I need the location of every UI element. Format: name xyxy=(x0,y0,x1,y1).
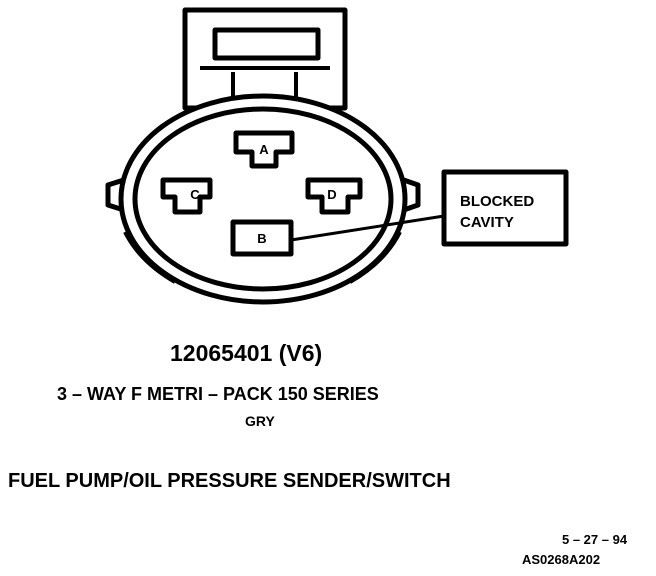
connector-type: 3 – WAY F METRI – PACK 150 SERIES xyxy=(57,384,379,404)
left-ear xyxy=(105,175,131,215)
cavity-label-c: C xyxy=(190,187,200,202)
right-ear xyxy=(397,175,421,215)
figure-id: AS0268A202 xyxy=(522,552,601,567)
cavity-label-b: B xyxy=(257,231,266,246)
callout-line-1: BLOCKED xyxy=(460,193,534,210)
callout-line-2: CAVITY xyxy=(460,214,514,231)
circuit-name: FUEL PUMP/OIL PRESSURE SENDER/SWITCH xyxy=(8,470,451,492)
cavity-label-a: A xyxy=(259,142,269,157)
cavity-c xyxy=(160,177,213,215)
lock-tab-inner xyxy=(212,27,321,61)
date-code: 5 – 27 – 94 xyxy=(562,532,628,547)
connector-outer-shell xyxy=(118,93,408,305)
cavity-label-d: D xyxy=(327,187,336,202)
connector-inner-face xyxy=(132,106,394,292)
part-number: 12065401 (V6) xyxy=(170,340,323,366)
wire-color: GRY xyxy=(245,413,275,429)
cavity-a xyxy=(233,130,295,169)
callout-box xyxy=(441,169,569,247)
cavity-b xyxy=(230,219,294,257)
cavity-d xyxy=(305,177,363,215)
callout-leader xyxy=(290,214,445,242)
